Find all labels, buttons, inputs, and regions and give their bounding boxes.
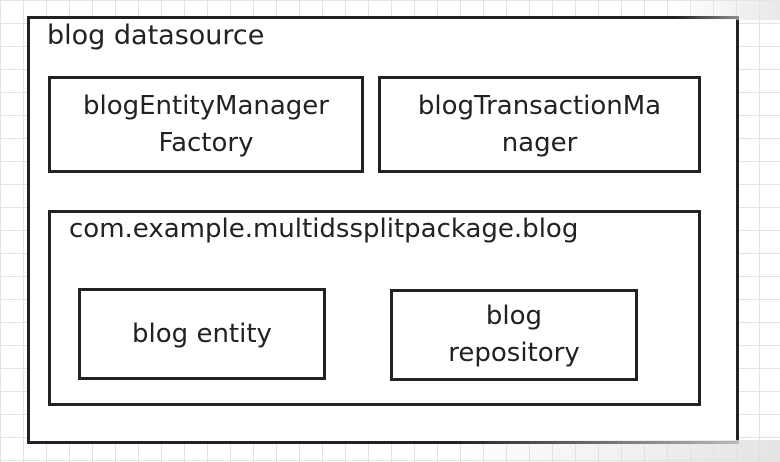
blog-transaction-manager-label: blogTransactionMa nager — [418, 88, 661, 162]
blog-transaction-manager-line1: blogTransactionMa — [417, 90, 662, 121]
blog-package-title: com.example.multidssplitpackage.blog — [69, 214, 579, 244]
blog-repository-line2: repository — [448, 338, 580, 368]
watermark-bottom-right-icon — [452, 440, 780, 462]
blog-transaction-manager-box: blogTransactionMa nager — [378, 76, 701, 173]
blog-transaction-manager-line2: nager — [501, 127, 578, 158]
blog-entity-box: blog entity — [78, 288, 326, 380]
blog-repository-box: blog repository — [390, 289, 638, 381]
watermark-top-right-icon — [676, 0, 780, 20]
blog-entity-manager-factory-line1: blogEntityManager — [82, 90, 329, 121]
blog-repository-line1: blog — [485, 301, 543, 331]
blog-entity-label: blog entity — [132, 318, 272, 349]
blog-entity-manager-factory-box: blogEntityManager Factory — [48, 76, 364, 173]
blog-repository-label: blog repository — [448, 298, 579, 372]
blog-entity-manager-factory-label: blogEntityManager Factory — [83, 88, 329, 162]
blog-entity-manager-factory-line2: Factory — [158, 127, 254, 158]
blog-datasource-title: blog datasource — [47, 20, 265, 51]
